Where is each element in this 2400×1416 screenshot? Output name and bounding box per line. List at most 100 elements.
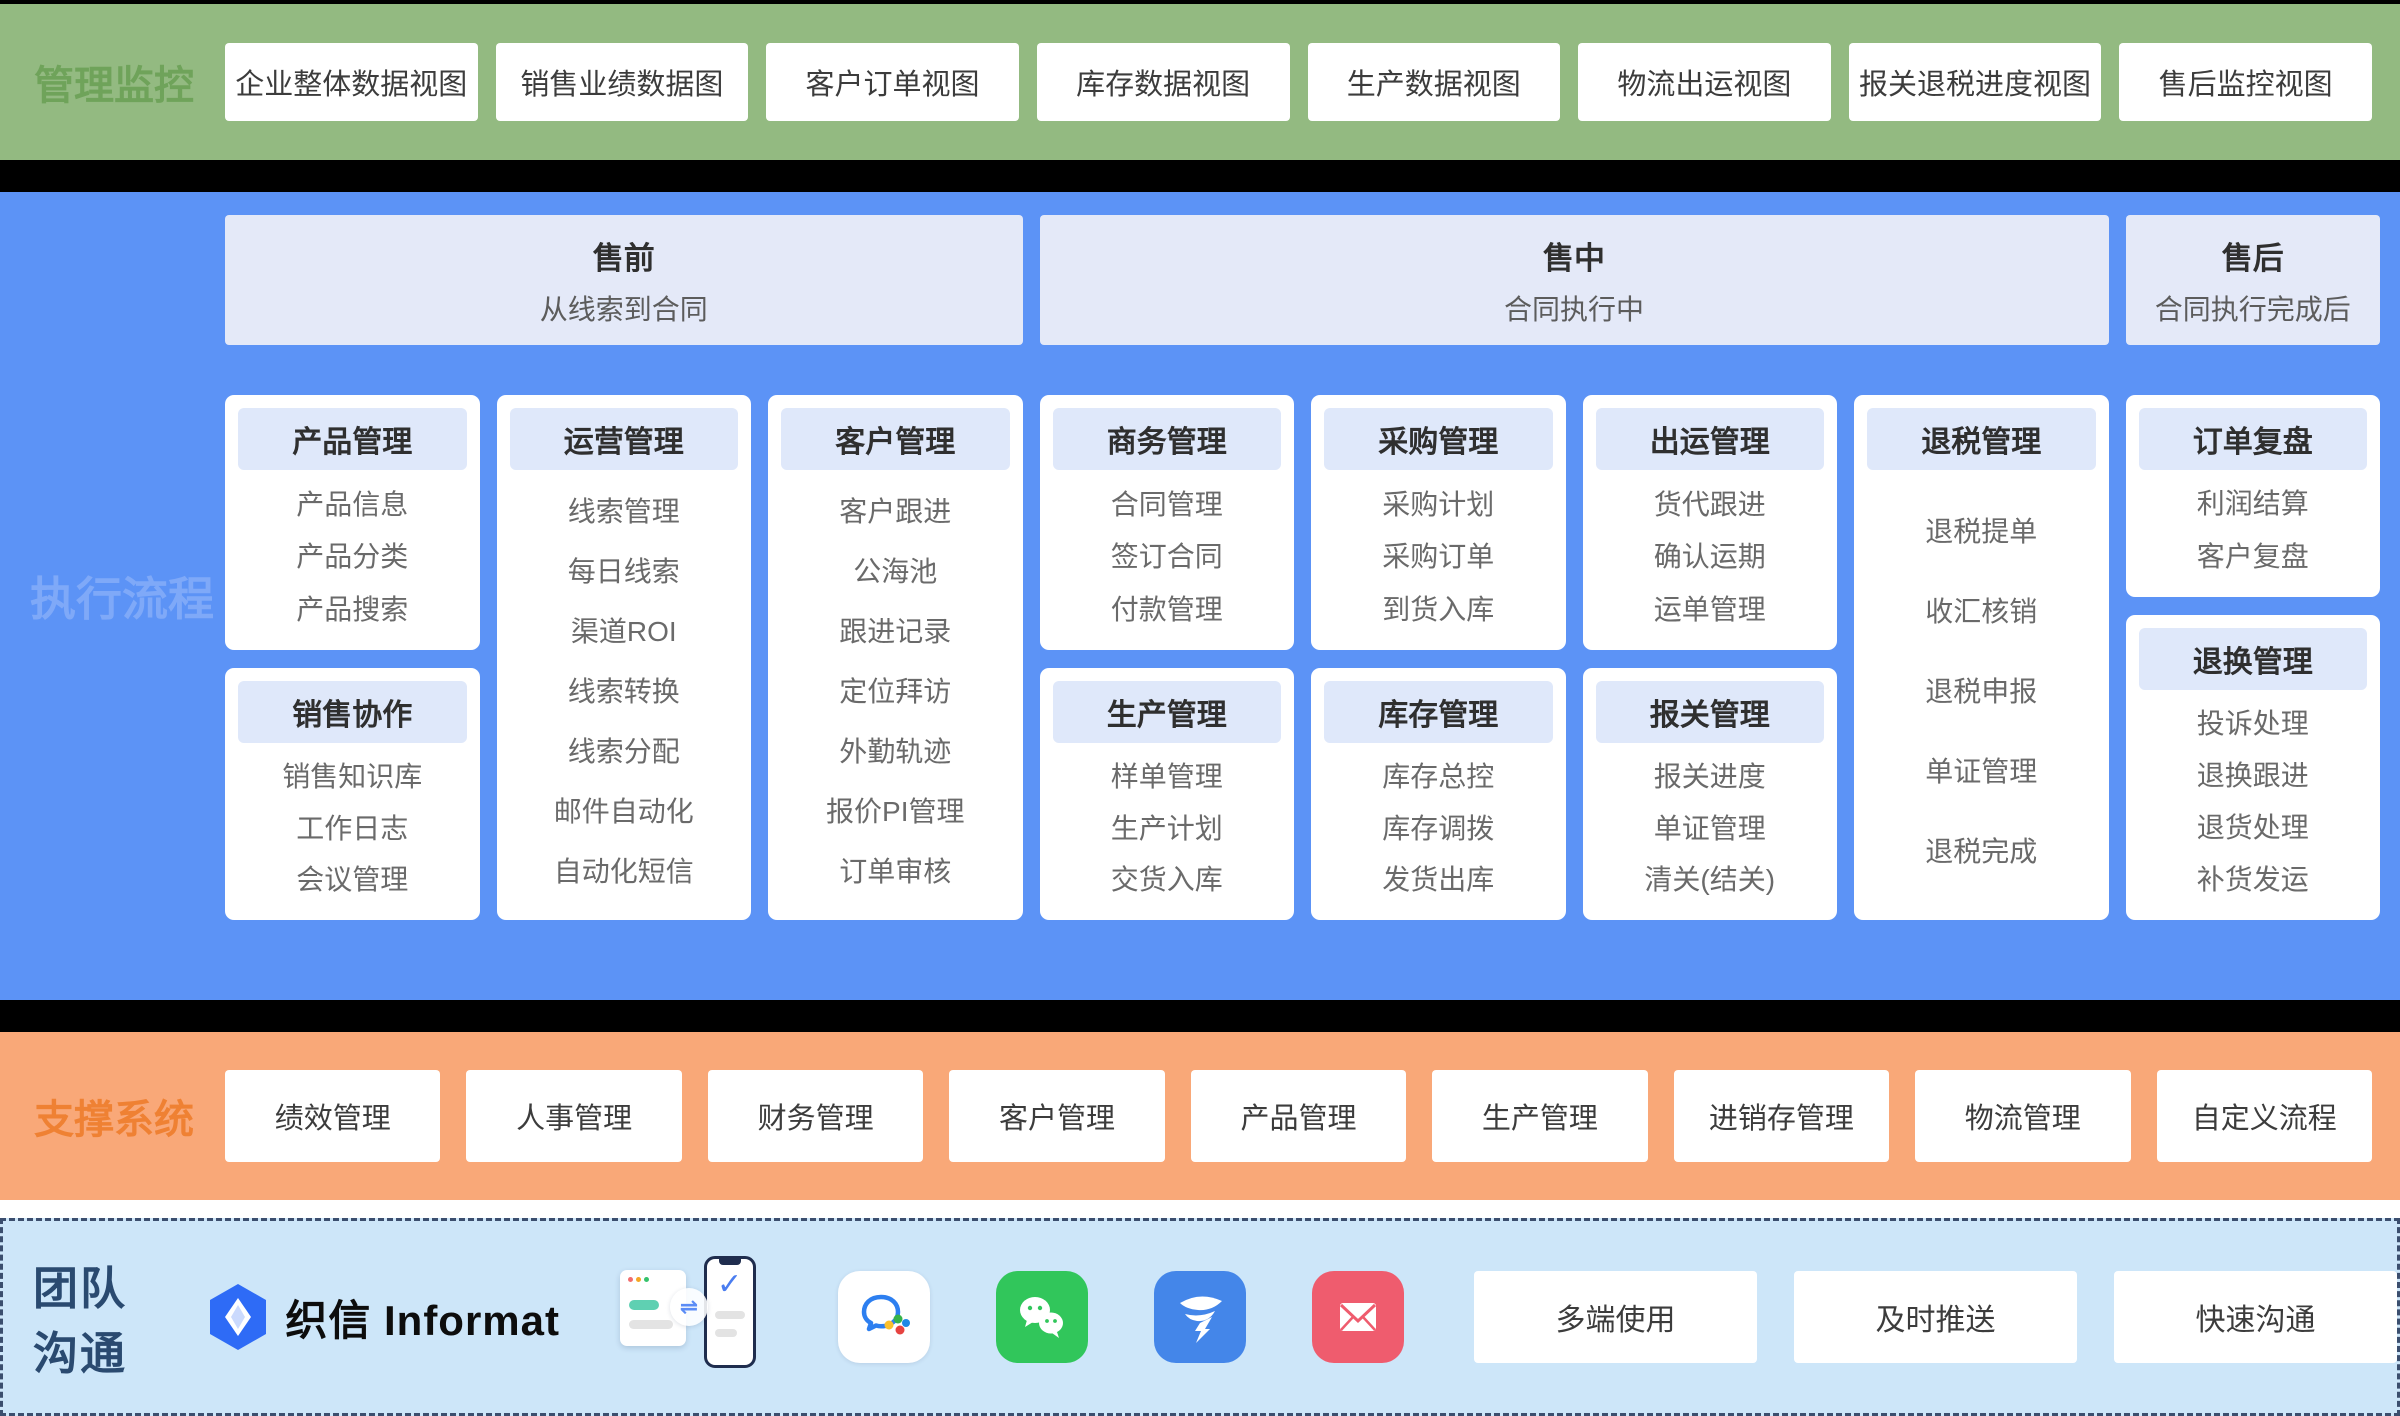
multi-device-illustration: ✓ ⇌ [620,1256,760,1378]
phase-title: 售后 [2221,240,2284,276]
phase-title: 售前 [592,240,655,276]
card-title: 运营管理 [509,408,738,470]
exec-column-6: 出运管理 货代跟进 确认运期 运单管理 报关管理 报关进度 单证管理 清关(结关… [1582,395,1837,920]
brand-lockup: 织信 Informat [207,1283,560,1351]
monitor-view-box: 企业整体数据视图 [225,43,478,121]
card-item: 退换跟进 [2196,760,2309,791]
card-item: 渠道ROI [570,616,677,647]
feature-box: 多端使用 [1474,1271,1757,1363]
card-item: 邮件自动化 [553,796,694,827]
card-item: 货代跟进 [1653,488,1766,520]
card-production-management: 生产管理 样单管理 生产计划 交货入库 [1039,668,1294,920]
card-item: 库存调拨 [1382,812,1495,844]
monitor-view-box: 生产数据视图 [1307,43,1561,121]
card-order-review: 订单复盘 利润结算 客户复盘 [2125,395,2380,597]
card-item: 订单审核 [839,856,952,887]
divider-stripe [0,1000,2400,1032]
card-item: 采购订单 [1382,541,1495,572]
card-item: 报价PI管理 [826,796,965,827]
card-product-management: 产品管理 产品信息 产品分类 产品搜索 [225,395,480,650]
card-item: 发货出库 [1382,864,1495,896]
mail-icon [1312,1271,1404,1363]
support-module-box: 客户管理 [949,1070,1165,1162]
card-item: 产品信息 [296,488,409,520]
support-module-box: 绩效管理 [225,1070,441,1162]
support-module-box: 自定义流程 [2156,1070,2372,1162]
card-item: 签订合同 [1110,541,1223,572]
card-item: 退税提单 [1925,516,2038,547]
card-item: 跟进记录 [839,616,952,647]
monitor-band: 管理监控 企业整体数据视图 销售业绩数据图 客户订单视图 库存数据视图 生产数据… [0,4,2400,160]
informat-logo-icon [210,1284,267,1350]
swap-icon: ⇌ [670,1288,708,1326]
support-module-box: 生产管理 [1432,1070,1648,1162]
card-item: 客户跟进 [839,496,952,527]
card-item: 产品搜索 [296,593,409,625]
communication-band: 团队沟通 织信 Informat ✓ ⇌ [0,1218,2400,1416]
card-title: 报关管理 [1595,681,1824,743]
card-item: 产品分类 [296,541,409,572]
support-items-row: 绩效管理 人事管理 财务管理 客户管理 产品管理 生产管理 进销存管理 物流管理… [225,1070,2372,1162]
exec-column-1: 产品管理 产品信息 产品分类 产品搜索 销售协作 销售知识库 工作日志 会议管理 [225,395,480,920]
card-item: 线索转换 [567,676,680,707]
card-item: 交货入库 [1110,864,1223,896]
card-item: 补货发运 [2196,864,2309,895]
card-item: 到货入库 [1382,593,1495,625]
communication-band-label: 团队沟通 [33,1263,128,1379]
monitor-view-box: 销售业绩数据图 [495,43,749,121]
card-item: 外勤轨迹 [839,736,952,767]
card-item: 单证管理 [1653,812,1766,844]
card-item: 投诉处理 [2196,708,2309,739]
monitor-items-row: 企业整体数据视图 销售业绩数据图 客户订单视图 库存数据视图 生产数据视图 物流… [225,43,2372,121]
support-module-box: 物流管理 [1915,1070,2131,1162]
exec-column-4: 商务管理 合同管理 签订合同 付款管理 生产管理 样单管理 生产计划 交货入库 [1039,395,1294,920]
support-module-box: 产品管理 [1190,1070,1407,1162]
card-inventory-management: 库存管理 库存总控 库存调拨 发货出库 [1311,668,1566,920]
check-icon: ✓ [717,1268,743,1301]
phase-subtitle: 从线索到合同 [539,293,708,325]
card-item: 退货处理 [2196,812,2309,843]
monitor-band-label: 管理监控 [34,64,194,108]
card-item: 单证管理 [1925,756,2038,787]
app-icons-row [838,1271,1404,1363]
card-operations-management: 运营管理 线索管理 每日线索 渠道ROI 线索转换 线索分配 邮件自动化 自动化… [496,395,751,920]
wecom-icon [838,1271,930,1363]
top-border [0,0,2400,4]
support-module-box: 人事管理 [466,1070,682,1162]
phase-subtitle: 合同执行完成后 [2154,293,2351,325]
exec-column-8: 订单复盘 利润结算 客户复盘 退换管理 投诉处理 退换跟进 退货处理 补货发运 [2125,395,2380,920]
monitor-view-box: 客户订单视图 [766,43,1019,121]
phase-header-aftersale: 售后 合同执行完成后 [2125,215,2380,345]
support-module-box: 进销存管理 [1673,1070,1890,1162]
card-item: 样单管理 [1110,760,1223,792]
card-item: 退税完成 [1925,836,2038,867]
card-procurement-management: 采购管理 采购计划 采购订单 到货入库 [1311,395,1566,650]
phase-title: 售中 [1543,240,1605,276]
card-item: 每日线索 [567,556,680,587]
card-item: 线索管理 [567,496,680,527]
card-item: 采购计划 [1382,488,1495,520]
white-gap [0,1200,2400,1218]
card-tax-refund-management: 退税管理 退税提单 收汇核销 退税申报 单证管理 退税完成 [1854,395,2109,920]
card-sales-collaboration: 销售协作 销售知识库 工作日志 会议管理 [225,668,480,920]
card-item: 确认运期 [1653,541,1766,572]
execution-grid: 售前 从线索到合同 售中 合同执行中 售后 合同执行完成后 产品管理 产品信息 … [225,192,2380,1000]
support-module-box: 财务管理 [707,1070,924,1162]
card-item: 库存总控 [1382,760,1495,792]
card-title: 产品管理 [238,408,467,470]
card-item: 合同管理 [1110,488,1223,520]
card-item: 退税申报 [1925,676,2038,707]
phone-icon: ✓ [704,1256,756,1368]
card-title: 采购管理 [1324,408,1553,470]
dingtalk-icon [1154,1271,1246,1363]
card-title: 生产管理 [1052,681,1281,743]
card-item: 清关(结关) [1644,864,1776,896]
card-item: 运单管理 [1653,593,1766,625]
feature-box: 快速沟通 [2114,1271,2397,1363]
card-business-management: 商务管理 合同管理 签订合同 付款管理 [1039,395,1294,650]
card-item: 付款管理 [1110,593,1223,625]
feature-box: 及时推送 [1794,1271,2077,1363]
card-item: 收汇核销 [1925,596,2038,627]
card-item: 线索分配 [567,736,680,767]
execution-band-label: 执行流程 [30,573,214,625]
